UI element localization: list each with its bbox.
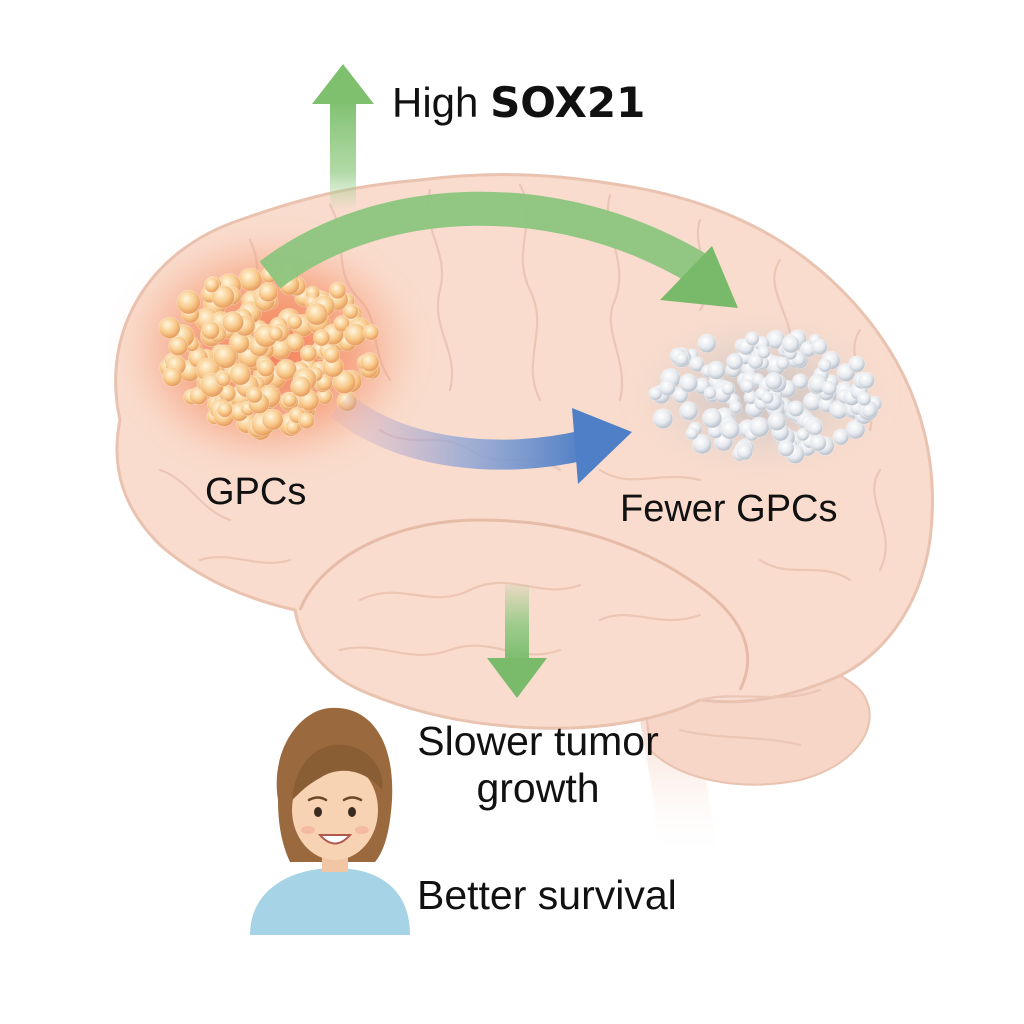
temporal-lobe (298, 518, 750, 691)
title-gene: SOX21 (490, 78, 646, 127)
reduced-gpc-cell (832, 428, 850, 446)
title-prefix: High (392, 79, 479, 126)
patient-icon (250, 707, 410, 935)
reduced-gpc-cell (817, 358, 833, 373)
gpc-cell (305, 302, 329, 326)
fewer-gpc-cluster (648, 329, 883, 464)
reduced-gpc-cell (760, 391, 774, 405)
gpc-cell (158, 316, 181, 339)
reduced-gpc-cell (688, 356, 705, 373)
gpc-cell (211, 284, 235, 309)
reduced-gpc-cell (744, 331, 760, 346)
gpc-cell (261, 408, 284, 431)
reduced-gpc-cell (697, 333, 717, 354)
gpc-cell (238, 267, 263, 292)
reduced-gpc-cell (659, 379, 676, 397)
gpc-cell (342, 303, 359, 320)
reduced-gpc-cell (821, 380, 838, 396)
title: High SOX21 (392, 82, 645, 124)
reduced-gpc-cell (720, 381, 736, 396)
gpc-cell (285, 333, 305, 353)
gpc-cell (322, 346, 341, 364)
gpc-cell (168, 336, 189, 357)
reduced-gpc-cell (740, 378, 755, 394)
reduced-gpc-cell (792, 373, 809, 390)
reduced-gpc-cell (729, 400, 743, 414)
gpc-cell (297, 412, 315, 430)
arrow-up-icon (312, 64, 374, 210)
reduced-gpc-cell (861, 403, 878, 419)
gpc-cell (200, 320, 220, 340)
reduced-gpc-cell (652, 408, 674, 430)
reduced-gpc-cell (648, 386, 663, 401)
reduced-gpc-cell (703, 386, 717, 400)
reduced-gpc-cell (692, 434, 713, 455)
reduced-gpc-cell (764, 371, 783, 391)
gpc-cell (229, 363, 252, 386)
reduced-gpc-cell (678, 373, 699, 393)
gpc-cell (299, 344, 318, 363)
curved-arrow-icon (330, 393, 632, 484)
reduced-gpc-cell (845, 419, 866, 440)
gpc-cell (204, 277, 220, 293)
gpc-cell (282, 392, 298, 408)
gpc-cell (313, 329, 331, 347)
reduced-gpc-cell (848, 355, 866, 373)
reduced-gpc-cell (685, 426, 699, 441)
arrow-down-icon (487, 585, 547, 698)
reduced-gpc-cell (671, 386, 689, 404)
label-fewer-gpcs: Fewer GPCs (620, 488, 838, 530)
reduced-gpc-cell (807, 420, 824, 436)
reduced-gpc-cell (674, 351, 689, 367)
gpc-cell (275, 358, 298, 381)
reduced-gpc-cell (747, 353, 764, 370)
gpc-cell (245, 386, 263, 404)
gpc-cell (256, 358, 276, 378)
reduced-gpc-cell (781, 334, 801, 354)
reduced-gpc-cell (767, 411, 787, 431)
gpc-cell (162, 366, 183, 387)
gpc-cell (257, 282, 279, 303)
label-slower-tumor-growth: Slower tumor growth (417, 718, 659, 812)
reduced-gpc-cell (701, 408, 723, 429)
gpc-cell (215, 371, 232, 387)
gpc-cell (359, 352, 380, 373)
gpc-cell (212, 344, 238, 369)
reduced-gpc-cell (810, 338, 828, 356)
reduced-gpc-cell (756, 345, 771, 360)
reduced-gpc-cell (796, 427, 810, 442)
gpc-cell (333, 315, 351, 333)
reduced-gpc-cell (726, 353, 744, 371)
reduced-gpc-cell (720, 419, 741, 440)
reduced-gpc-cell (736, 443, 754, 461)
gpc-cell (286, 313, 303, 330)
reduced-gpc-cell (787, 400, 805, 418)
reduced-gpc-cell (679, 401, 699, 421)
gpc-cell (290, 375, 312, 398)
reduced-gpc-cell (857, 391, 872, 407)
gpc-cell (216, 401, 233, 418)
gpc-cell (343, 322, 367, 346)
curved-arrow-icon (259, 191, 738, 308)
gpc-cell (329, 281, 347, 300)
reduced-gpc-cell (809, 434, 827, 452)
gpc-cell (332, 369, 357, 394)
reduced-gpc-cell (857, 371, 875, 389)
gpc-cell (267, 325, 284, 342)
label-gpcs: GPCs (205, 471, 307, 513)
reduced-gpc-cell (706, 360, 726, 380)
gpc-cell (221, 310, 245, 334)
label-better-survival: Better survival (417, 872, 677, 918)
gpc-cell (362, 324, 380, 341)
reduced-gpc-cell (777, 439, 795, 457)
reduced-gpc-cell (748, 416, 770, 438)
gpc-cell (176, 290, 201, 315)
